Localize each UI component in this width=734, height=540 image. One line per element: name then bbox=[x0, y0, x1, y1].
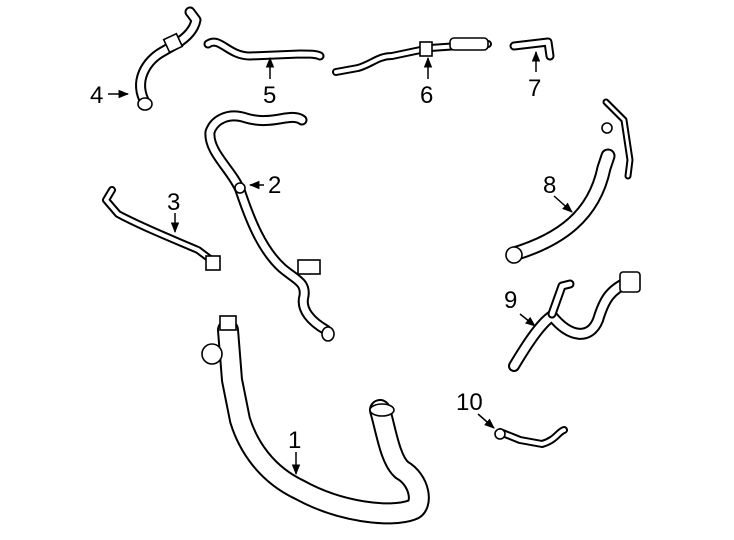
part-4-hose bbox=[135, 6, 202, 111]
part-9-hose bbox=[508, 271, 641, 372]
part-7-fitting bbox=[509, 37, 555, 61]
leader-8 bbox=[553, 195, 573, 213]
callout-6: 6 bbox=[420, 82, 433, 109]
part-1-hose bbox=[201, 315, 430, 525]
part-3-pipe bbox=[102, 186, 221, 271]
callout-3: 3 bbox=[167, 189, 180, 216]
callout-8: 8 bbox=[543, 172, 556, 199]
callout-9: 9 bbox=[504, 287, 517, 314]
part-5-hose bbox=[203, 37, 325, 61]
leader-lines bbox=[108, 50, 573, 476]
callout-7: 7 bbox=[528, 75, 541, 102]
callout-1: 1 bbox=[288, 427, 301, 454]
part-2-hose bbox=[204, 110, 335, 342]
part-8-hose bbox=[505, 98, 634, 264]
part-10-pipe bbox=[494, 426, 568, 448]
leader-10 bbox=[477, 413, 495, 429]
callout-5: 5 bbox=[263, 82, 276, 109]
leader-9 bbox=[519, 313, 536, 327]
part-6-pipe bbox=[332, 37, 492, 76]
callout-2: 2 bbox=[268, 172, 281, 199]
callout-4: 4 bbox=[90, 82, 103, 109]
callout-10: 10 bbox=[456, 389, 483, 416]
